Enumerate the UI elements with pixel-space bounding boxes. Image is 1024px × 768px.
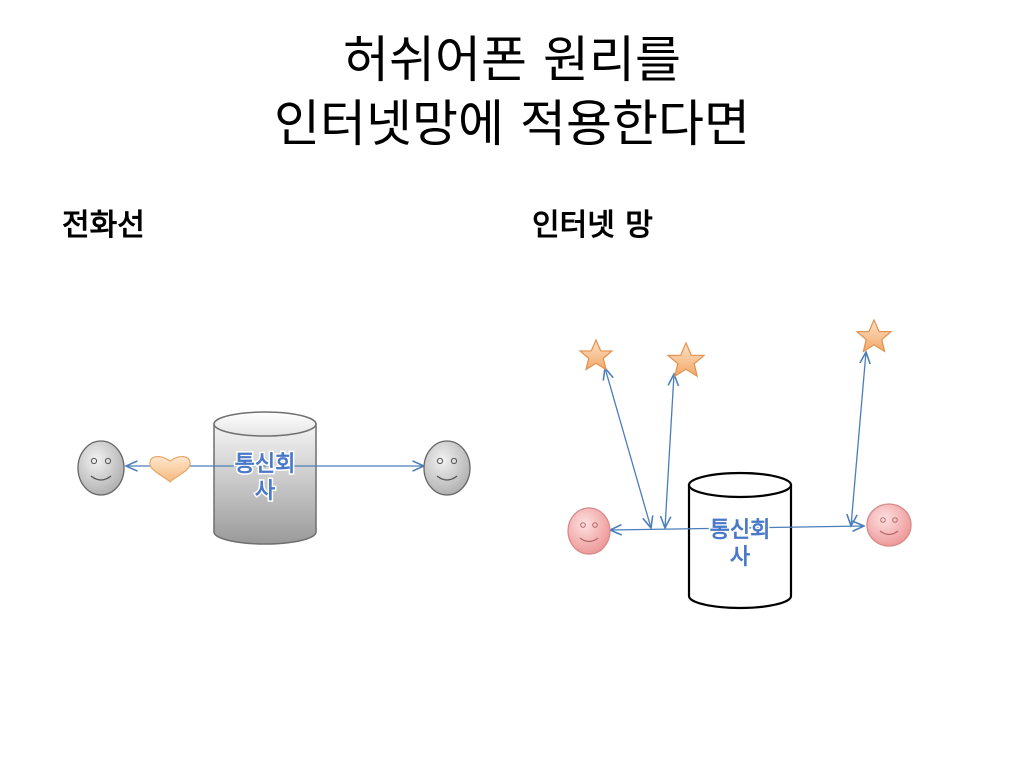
smiley-icon [567,507,611,555]
diagram-left: 통신회 사 [77,411,471,545]
star-icon [855,318,893,353]
connection-arrow [851,352,866,526]
smiley-icon [423,440,471,496]
title-line-2: 인터넷망에 적용한다면 [274,95,750,153]
smiley-icon [866,503,912,547]
section-label-phone-line: 전화선 [62,208,145,243]
database-cylinder-icon [687,471,793,610]
smiley-icon [77,440,125,496]
connection-arrow [605,368,651,528]
cylinder-label-line-1: 통신회 [235,452,296,477]
cylinder-label-line-2: 사 [255,479,276,504]
heart-icon [149,456,191,483]
database-cylinder-icon [213,411,317,545]
title-line-1: 허쉬어폰 원리를 [343,31,681,89]
slide-title: 허쉬어폰 원리를 인터넷망에 적용한다면 [0,28,1024,156]
star-icon [578,338,614,371]
diagram-right: 통신회 사 [567,318,912,610]
cylinder-label-line-2: 사 [730,545,751,570]
section-label-internet: 인터넷 망 [532,208,653,243]
connection-arrow [665,374,674,528]
star-icon [666,341,706,378]
cylinder-label-line-1: 통신회 [710,518,771,543]
